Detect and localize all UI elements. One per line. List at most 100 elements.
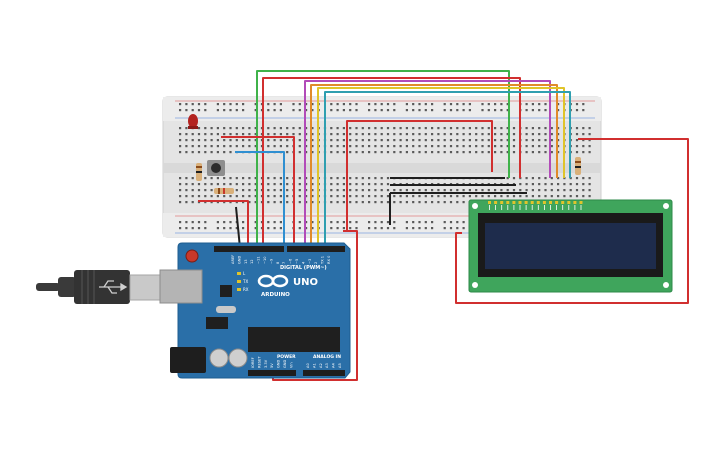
breadboard-hole [185,177,188,180]
breadboard-hole [531,195,534,198]
wire-red-button [221,136,295,248]
breadboard-hole [286,177,289,180]
lcd-pin [549,201,552,204]
breadboard-hole [481,127,484,130]
breadboard-hole [550,177,553,180]
breadboard-hole [204,109,207,112]
breadboard-hole [386,195,390,198]
breadboard-hole [538,189,541,192]
breadboard-hole [223,221,226,224]
breadboard-hole [531,183,534,186]
breadboard-hole [475,151,478,154]
breadboard-hole [512,195,516,198]
breadboard-hole [575,189,579,192]
breadboard-hole [286,139,289,142]
breadboard-hole [449,201,453,204]
breadboard-hole [525,139,528,142]
breadboard-hole [538,183,541,186]
breadboard-hole [462,221,465,224]
breadboard-hole [531,133,534,136]
breadboard-hole [374,139,377,142]
breadboard-hole [462,227,465,230]
breadboard-hole [298,109,301,112]
pin-label: A0 [306,363,310,368]
breadboard-hole [424,133,427,136]
breadboard-hole [254,201,257,204]
breadboard-hole [298,177,301,180]
breadboard-hole [368,145,371,148]
wire-black-gnd [235,206,241,249]
breadboard-hole [286,133,289,136]
breadboard-hole [380,189,383,192]
breadboard-hole [588,195,591,198]
breadboard-hole [506,145,509,148]
breadboard-hole [349,227,352,230]
breadboard-hole [443,145,446,148]
breadboard-hole [229,227,232,230]
breadboard-hole [204,195,207,198]
breadboard-hole [582,133,585,136]
breadboard-hole [311,145,314,148]
breadboard-hole [449,133,453,136]
breadboard-hole [185,227,188,230]
breadboard-hole [311,151,314,154]
breadboard-hole [569,177,572,180]
wire-red-top [262,77,521,248]
breadboard-hole [475,139,478,142]
breadboard-hole [557,151,560,154]
breadboard-hole [575,133,579,136]
breadboard-hole [386,183,390,186]
breadboard-hole [563,183,566,186]
breadboard-hole [223,133,226,136]
breadboard-hole [531,177,534,180]
breadboard-hole [254,227,257,230]
breadboard-hole [191,221,194,224]
breadboard-hole [386,201,390,204]
breadboard-hole [342,189,345,192]
breadboard-hole [519,189,522,192]
breadboard-hole [449,139,453,142]
breadboard-hole [305,177,308,180]
breadboard-hole [582,151,585,154]
breadboard-hole [405,133,408,136]
breadboard-hole [305,183,308,186]
breadboard-hole [342,195,345,198]
power-jack [170,347,206,373]
breadboard-hole [216,177,219,180]
breadboard-hole [462,195,465,198]
breadboard-hole [179,201,182,204]
breadboard-hole [242,183,245,186]
breadboard-hole [431,195,434,198]
breadboard-hole [242,145,245,148]
breadboard-hole [210,127,213,130]
breadboard-hole [412,127,415,130]
breadboard-hole [557,109,560,112]
breadboard-hole [487,189,490,192]
breadboard-hole [349,195,352,198]
breadboard-hole [563,189,566,192]
breadboard-hole [494,139,497,142]
breadboard-hole [519,177,522,180]
breadboard-hole [512,151,516,154]
breadboard-hole [216,201,219,204]
breadboard-hole [267,133,270,136]
breadboard-hole [267,201,270,204]
breadboard-hole [197,103,201,106]
breadboard-hole [361,195,364,198]
breadboard-hole [544,151,547,154]
breadboard-hole [191,195,194,198]
breadboard-hole [305,221,308,224]
breadboard-hole [468,145,471,148]
breadboard-hole [197,133,201,136]
breadboard-hole [405,195,408,198]
breadboard-hole [456,195,459,198]
breadboard-hole [267,195,270,198]
breadboard-hole [267,227,270,230]
breadboard-hole [531,189,534,192]
breadboard-hole [185,221,188,224]
breadboard-hole [380,221,383,224]
breadboard-hole [355,189,358,192]
breadboard-hole [248,183,251,186]
usb-cable [36,270,161,304]
breadboard-hole [311,227,314,230]
